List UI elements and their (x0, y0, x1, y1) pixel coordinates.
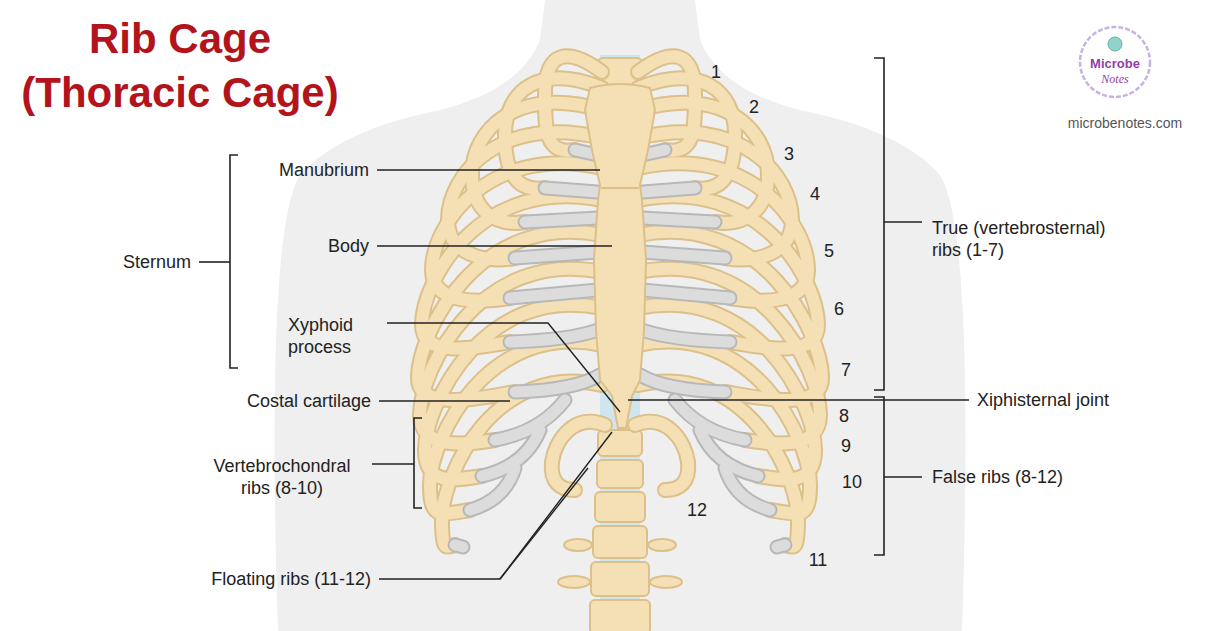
illustration-part (593, 526, 647, 558)
part-label: Floating ribs (11-12) (211, 568, 371, 590)
illustration-part (648, 539, 676, 551)
illustration-part (591, 562, 649, 596)
callout-number: 5 (824, 240, 834, 262)
illustration-part (598, 430, 642, 456)
sternum (585, 84, 655, 428)
callout-number: 3 (784, 143, 794, 165)
part-label: Manubrium (279, 159, 369, 181)
illustration-part (628, 399, 969, 400)
part-label: False ribs (8-12) (932, 466, 1063, 488)
part-label: Sternum (123, 251, 191, 273)
illustration-part (414, 418, 422, 508)
illustration-part (372, 463, 414, 465)
illustration-part (590, 600, 650, 631)
illustration-part (199, 261, 230, 263)
body-silhouette (274, 0, 965, 631)
illustration-part (558, 576, 590, 588)
callout-number: 10 (842, 471, 862, 493)
brackets (199, 58, 922, 555)
logo-badge: MicrobeNotes (1077, 24, 1153, 100)
logo-subword: Notes (1077, 72, 1153, 87)
illustration-part (597, 460, 643, 488)
callout-number: 4 (810, 183, 820, 205)
part-label: True (vertebrosternal) ribs (1-7) (932, 217, 1127, 261)
illustration-part (874, 397, 884, 555)
logo-icon (1108, 37, 1122, 51)
callout-number: 7 (841, 359, 851, 381)
right-ribs (635, 56, 822, 547)
illustration-part (874, 58, 884, 390)
title: Rib Cage (Thoracic Cage) (15, 12, 345, 120)
part-label: Vertebrochondral ribs (8-10) (202, 455, 362, 499)
illustration-part (564, 539, 592, 551)
watermark: microbenotes.com (1068, 112, 1182, 134)
left-ribs (418, 56, 605, 547)
illustration-part (377, 169, 600, 170)
illustration-part (650, 576, 682, 588)
callout-number: 1 (711, 61, 721, 83)
illustration-part (500, 468, 588, 579)
callout-number: 6 (834, 298, 844, 320)
sternal-angle (601, 187, 639, 189)
callout-number: 11 (809, 549, 828, 571)
part-label: Body (328, 235, 369, 257)
illustration-part (387, 323, 620, 412)
callout-number: 9 (841, 435, 851, 457)
illustration-part (230, 155, 238, 368)
part-label: Xyphoid process (288, 314, 383, 358)
callout-number: 8 (839, 405, 849, 427)
callout-number: 12 (687, 499, 707, 521)
illustration-part (377, 245, 612, 246)
callout-number: 2 (749, 96, 759, 118)
illustration-part (379, 400, 510, 401)
leader-lines (377, 170, 969, 579)
illustration-part (884, 476, 922, 478)
logo-word: Microbe (1077, 56, 1153, 71)
part-label: Xiphisternal joint (977, 389, 1109, 411)
illustration-part (595, 492, 645, 522)
part-label: Costal cartilage (247, 390, 371, 412)
illustration-part (884, 221, 922, 223)
